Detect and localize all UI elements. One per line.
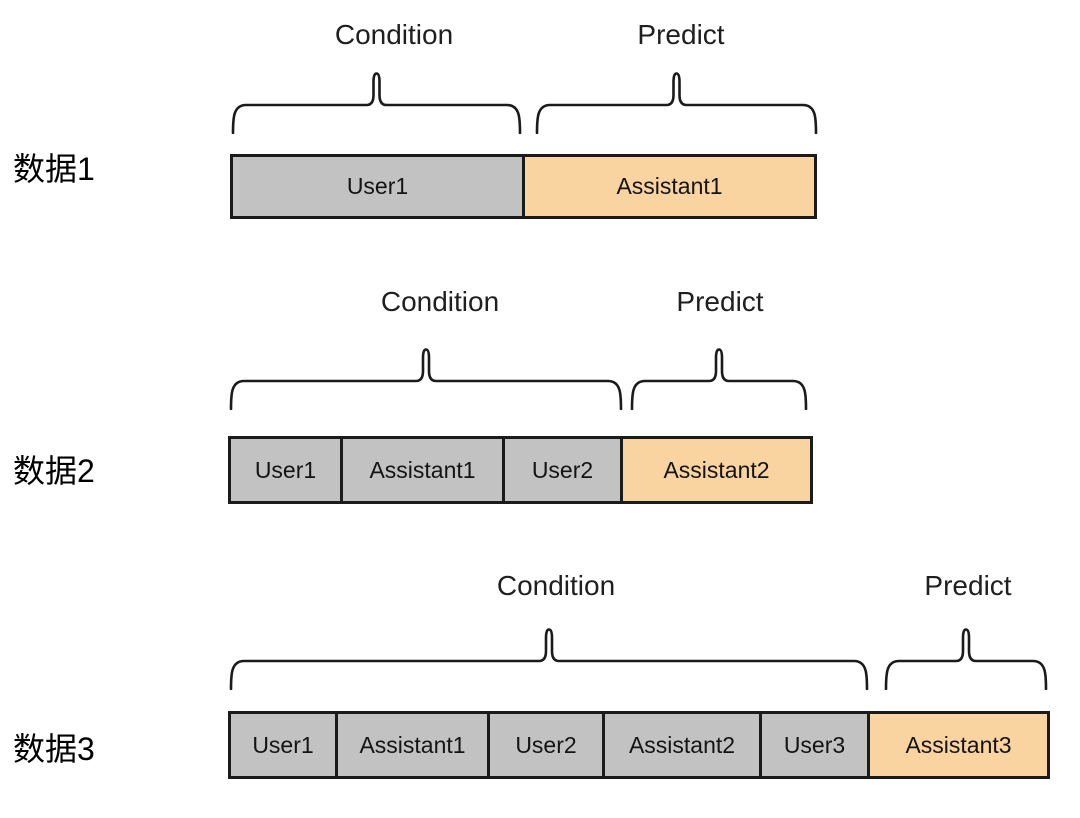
predict-label: Predict — [676, 286, 764, 317]
segment-user2: User2 — [487, 711, 605, 779]
segment-assistant2: Assistant2 — [620, 436, 813, 504]
segment-assistant2: Assistant2 — [602, 711, 762, 779]
segment-assistant1: Assistant1 — [522, 154, 817, 219]
row-label-data3: 数据3 — [13, 731, 95, 767]
predict-brace — [630, 348, 808, 410]
segment-user1: User1 — [228, 436, 343, 504]
condition-brace — [231, 72, 522, 134]
segment-row: User1 Assistant1 User2 Assistant2 User3 … — [228, 711, 1050, 779]
segment-user1: User1 — [230, 154, 525, 219]
condition-brace — [229, 348, 623, 410]
condition-label: Condition — [496, 570, 616, 601]
segment-assistant1: Assistant1 — [340, 436, 505, 504]
predict-label: Predict — [924, 570, 1012, 601]
predict-brace — [884, 628, 1048, 690]
segment-user3: User3 — [759, 711, 870, 779]
segment-row: User1 Assistant1 User2 Assistant2 — [228, 436, 813, 504]
predict-brace — [535, 72, 818, 134]
row-label-data2: 数据2 — [13, 453, 95, 489]
row-label-data1: 数据1 — [13, 151, 95, 187]
segment-row: User1 Assistant1 — [230, 154, 817, 219]
condition-label: Condition — [380, 286, 500, 317]
segment-assistant1: Assistant1 — [335, 711, 490, 779]
segment-user2: User2 — [502, 436, 623, 504]
segment-assistant3: Assistant3 — [867, 711, 1050, 779]
segment-user1: User1 — [228, 711, 338, 779]
condition-brace — [229, 628, 869, 690]
condition-label: Condition — [334, 19, 454, 50]
predict-label: Predict — [637, 19, 725, 50]
